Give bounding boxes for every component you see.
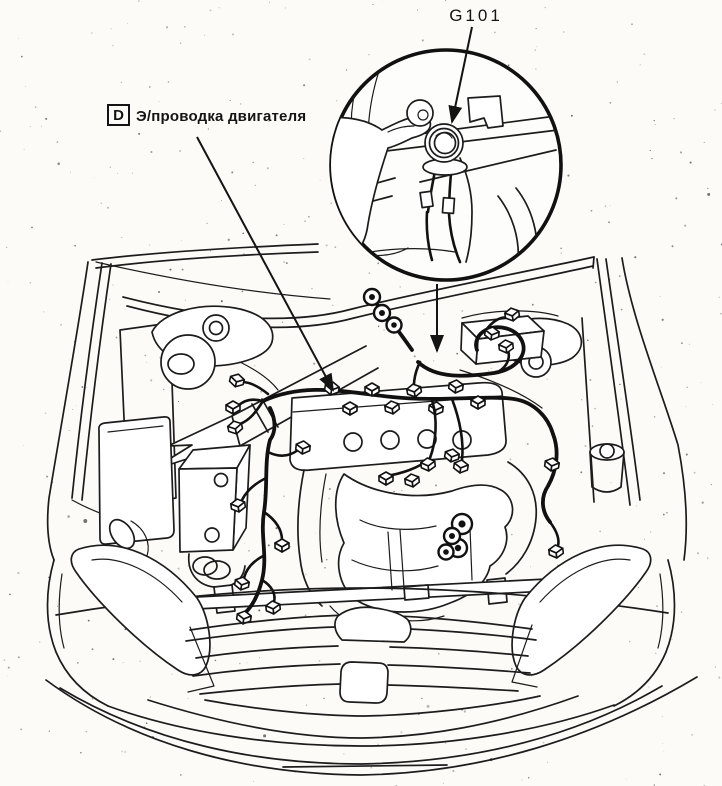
left-headlight bbox=[70, 544, 211, 676]
harness-arrow bbox=[196, 136, 334, 392]
car-front-illustration bbox=[46, 243, 688, 629]
ground-point-label: G101 bbox=[449, 6, 503, 25]
air-cleaner bbox=[98, 416, 175, 557]
front-bumper bbox=[45, 559, 698, 776]
washer-reservoir bbox=[589, 443, 625, 493]
harness-callout: D Э/проводка двигателя bbox=[107, 104, 334, 392]
detail-marker: D bbox=[113, 107, 124, 124]
h-emblem bbox=[339, 661, 389, 704]
battery-box bbox=[178, 444, 251, 589]
bracket bbox=[467, 95, 504, 129]
grille bbox=[185, 606, 541, 717]
ground-point-arrow bbox=[448, 26, 473, 124]
left-strut-tower bbox=[151, 305, 279, 391]
front-fascia bbox=[45, 544, 698, 776]
engine-block bbox=[297, 461, 538, 629]
detail-inset-circle bbox=[329, 48, 563, 282]
pointing-hand bbox=[331, 99, 434, 259]
right-headlight bbox=[511, 544, 652, 676]
harness-label: Э/проводка двигателя bbox=[136, 108, 306, 125]
callouts: G101 D Э/проводка двигателя bbox=[107, 6, 503, 392]
badge-surround bbox=[334, 606, 412, 643]
right-fender bbox=[581, 257, 688, 561]
ground-bolt bbox=[422, 123, 468, 176]
relay-box bbox=[460, 315, 545, 365]
detail-marker-box bbox=[107, 104, 130, 126]
